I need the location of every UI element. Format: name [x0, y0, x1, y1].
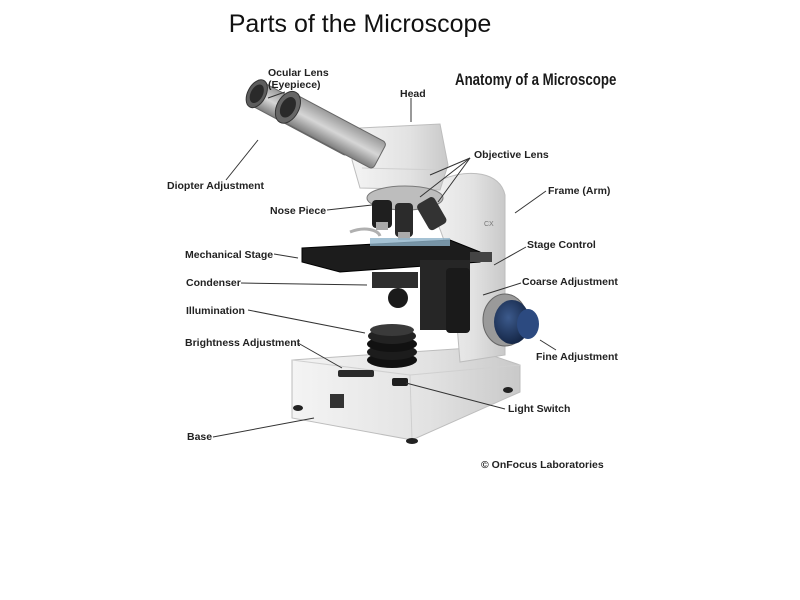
label-light-switch: Light Switch [508, 403, 571, 415]
anatomy-heading: Anatomy of a Microscope [455, 70, 617, 89]
label-frame-arm: Frame (Arm) [548, 185, 611, 197]
label-stage-control: Stage Control [527, 239, 596, 251]
slide-title: Parts of the Microscope [228, 10, 492, 38]
label-eyepiece: (Eyepiece) [268, 79, 321, 91]
copyright-text: © OnFocus Laboratories [481, 459, 604, 471]
condenser-part [372, 272, 418, 308]
nosepiece-part [366, 185, 447, 240]
stage-clip [349, 227, 382, 237]
logo-badge [330, 394, 344, 408]
label-condenser: Condenser [186, 277, 241, 289]
base-part [291, 347, 521, 444]
stage-part [301, 227, 492, 333]
label-nose-piece: Nose Piece [270, 205, 327, 217]
slide-glass [370, 238, 450, 246]
light-switch-part [392, 378, 408, 386]
svg-text:CX: CX [484, 221, 494, 228]
brightness-dial [338, 370, 374, 377]
objective-1 [372, 200, 392, 228]
label-coarse-adjustment: Coarse Adjustment [522, 276, 618, 288]
label-brightness-adjustment: Brightness Adjustment [185, 337, 301, 349]
label-base: Base [187, 431, 213, 443]
label-ocular-lens: Ocular Lens [268, 67, 329, 79]
fine-knob-part [517, 309, 539, 339]
label-illumination: Illumination [186, 305, 245, 317]
coarse-knob-part [482, 293, 539, 347]
illumination-part [367, 324, 417, 368]
stage-control-knob [446, 268, 470, 333]
label-fine-adjustment: Fine Adjustment [536, 351, 618, 363]
leader-lines [212, 91, 557, 438]
objective-3 [417, 197, 447, 231]
eyepiece-part [245, 79, 386, 169]
label-mechanical-stage: Mechanical Stage [185, 249, 274, 261]
label-head: Head [400, 88, 426, 100]
label-objective-lens: Objective Lens [474, 149, 549, 161]
label-diopter-adjustment: Diopter Adjustment [167, 180, 265, 192]
objective-2 [395, 203, 413, 237]
